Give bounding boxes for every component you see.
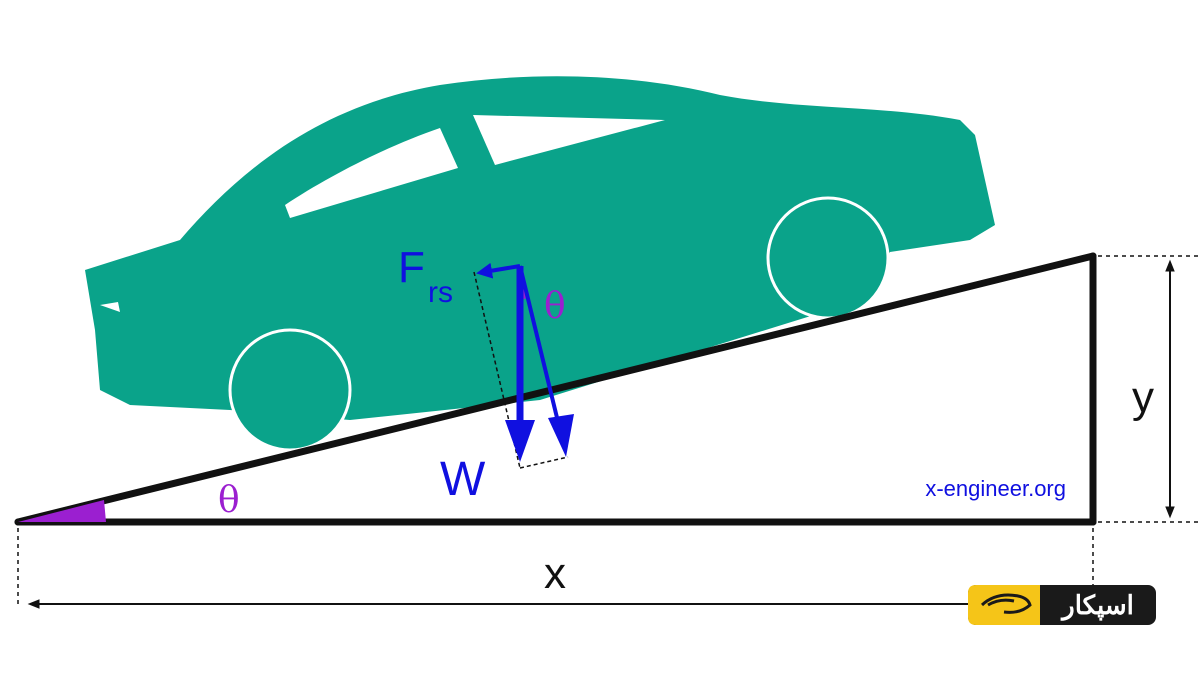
dimension-x-label: x [544, 549, 566, 598]
component-guide-1 [473, 271, 521, 469]
logo-emblem-icon [980, 593, 1032, 614]
brand-logo: اسپکار [968, 585, 1156, 625]
force-frs-arrow [476, 262, 521, 279]
logo-text: اسپکار [1060, 590, 1134, 621]
normal-component-arrowhead [548, 414, 574, 457]
base-angle-wedge [18, 500, 106, 522]
car-wheel-front [766, 196, 890, 320]
base-angle-label: θ [218, 480, 240, 521]
car-window-rear [285, 128, 458, 218]
car-tail-light [100, 302, 120, 312]
dimension-y-label: y [1132, 373, 1154, 422]
force-angle-label: θ [544, 286, 566, 327]
car-silhouette [85, 76, 995, 452]
force-label-sub: rs [428, 276, 453, 309]
incline-hypotenuse [14, 252, 1097, 526]
component-guide-2 [519, 456, 569, 469]
watermark-text: x-engineer.org [925, 476, 1066, 501]
logo-badge [968, 585, 1040, 625]
car-window-front [473, 115, 665, 165]
weight-label: W [440, 453, 486, 506]
incline-triangle [14, 252, 1097, 526]
normal-component-arrow [518, 265, 562, 431]
weight-arrowhead [505, 420, 535, 462]
dimension-y [1098, 255, 1200, 523]
force-label-main: F [398, 243, 425, 292]
force-vectors [473, 262, 574, 469]
car-wheel-rear [228, 328, 352, 452]
